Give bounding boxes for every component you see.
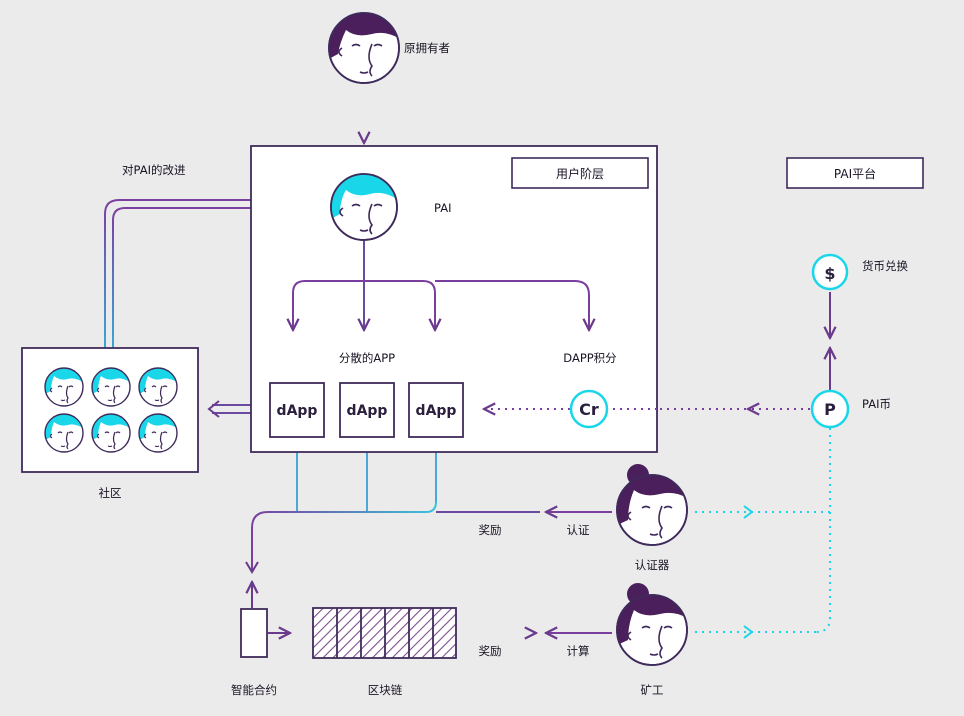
reward-label-1: 奖励 (479, 523, 502, 537)
pai-platform-label: PAI平台 (834, 166, 876, 181)
community-faces (44, 367, 178, 453)
community-label: 社区 (99, 486, 122, 500)
certifier-label: 认证器 (635, 558, 670, 572)
smart-contract-label: 智能合约 (231, 683, 277, 697)
miner-label: 矿工 (641, 683, 664, 697)
community-member-face-icon (91, 367, 131, 407)
community-member-face-icon (138, 413, 178, 453)
pai-coin-icon: P (810, 389, 850, 429)
dapp-box-2: dApp (339, 382, 395, 438)
pai-coin-label: PAI币 (862, 397, 891, 411)
owner-label: 原拥有者 (404, 41, 450, 55)
dapp-label-3: dApp (416, 403, 457, 419)
pai-label: PAI (434, 201, 451, 215)
community-member-face-icon (44, 367, 84, 407)
community-member-face-icon (91, 413, 131, 453)
dapp-box-3: dApp (408, 382, 464, 438)
dollar-icon: $ (811, 253, 849, 291)
blockchain-label: 区块链 (368, 683, 403, 697)
dollar-sign: $ (824, 264, 835, 283)
pai-face-icon (330, 173, 398, 241)
pai-coin-symbol: P (824, 400, 836, 419)
reward-label-2: 奖励 (479, 644, 502, 658)
miner-face-icon (616, 583, 688, 666)
dapp-box-1: dApp (269, 382, 325, 438)
currency-exchange-label: 货币兑换 (862, 259, 908, 273)
user-layer-label-box (511, 157, 649, 189)
dapp-label-1: dApp (277, 403, 318, 419)
smart-contract-icon (240, 608, 268, 658)
certifier-face-icon (616, 464, 688, 546)
blockchain-icon (312, 607, 457, 659)
compute-label: 计算 (567, 644, 590, 658)
community-member-face-icon (138, 367, 178, 407)
cr-token-icon: Cr (569, 389, 609, 429)
internal-connectors (293, 241, 657, 409)
community-member-face-icon (44, 413, 84, 453)
community-box (21, 347, 199, 473)
decentralized-app-label: 分散的APP (339, 351, 395, 365)
pai-coin-distribution-dotted (690, 428, 831, 639)
cr-token-label: Cr (579, 400, 599, 419)
improvements-label: 对PAI的改进 (122, 163, 186, 177)
owner-face-icon (328, 12, 400, 84)
user-layer-label: 用户阶层 (556, 166, 604, 181)
dapp-points-label: DAPP积分 (563, 351, 617, 365)
certify-label: 认证 (567, 523, 590, 537)
pai-platform-label-box (786, 157, 924, 189)
dapp-label-2: dApp (347, 403, 388, 419)
dapps-to-contract-lines (245, 438, 437, 574)
